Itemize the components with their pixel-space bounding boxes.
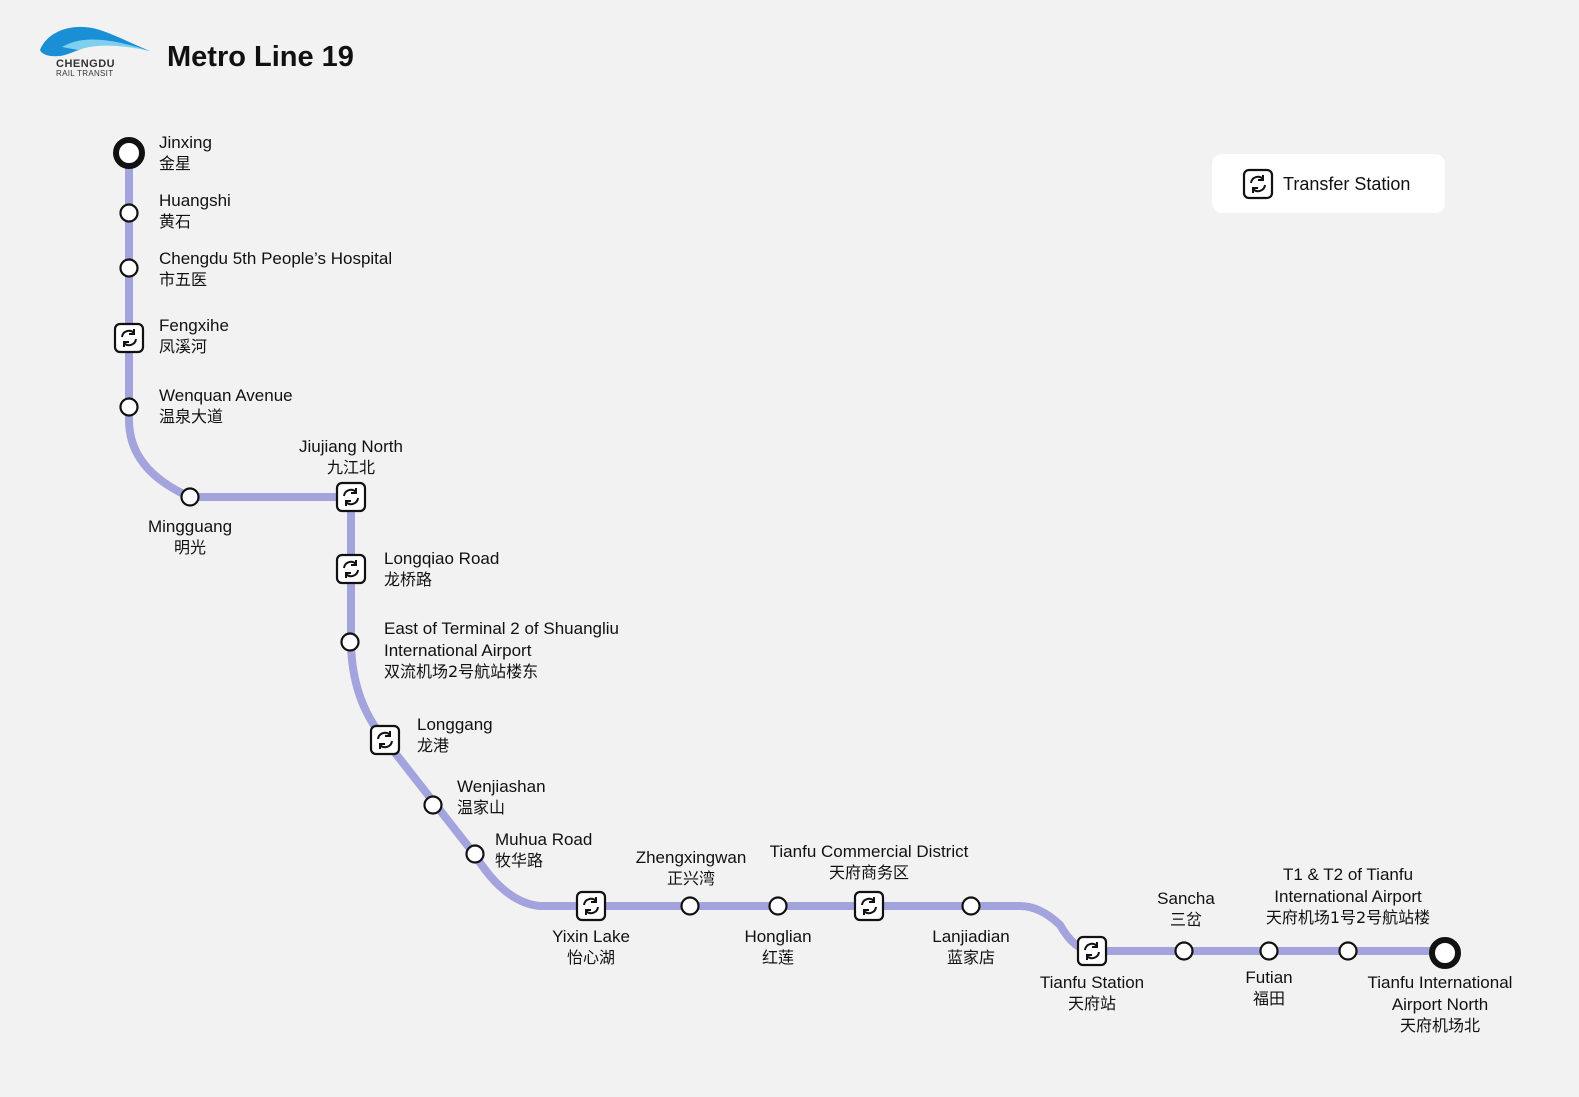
station-name-zh-sancha: 三岔	[1170, 910, 1202, 929]
station-marker-t1-t2-tianfu-airport[interactable]	[1338, 941, 1358, 961]
station-name-zh-longgang: 龙港	[417, 736, 449, 755]
station-name-en-tianfu-international-airport-north: Airport North	[1392, 995, 1488, 1014]
station-marker-lanjiadian[interactable]	[961, 896, 981, 916]
station-name-zh-yixin-lake: 怡心湖	[567, 948, 615, 967]
station-name-en-mingguang: Mingguang	[148, 517, 232, 536]
station-name-zh-east-of-terminal-2-shuangliu: 双流机场2号航站楼东	[384, 662, 538, 681]
logo-text-chengdu: CHENGDU	[56, 58, 115, 70]
station-marker-zhengxingwan[interactable]	[680, 896, 700, 916]
station-marker-wenquan-avenue[interactable]	[119, 397, 139, 417]
station-name-en-fengxihe: Fengxihe	[159, 316, 229, 335]
transfer-icon	[1242, 168, 1274, 200]
station-name-zh-t1-t2-tianfu-airport: 天府机场1号2号航站楼	[1266, 908, 1430, 927]
station-name-en-sancha: Sancha	[1157, 889, 1215, 908]
logo-text-rail-transit: RAIL TRANSIT	[56, 69, 113, 78]
station-name-en-muhua-road: Muhua Road	[495, 830, 592, 849]
station-name-zh-jiujiang-north: 九江北	[327, 458, 375, 477]
chengdu-rail-transit-logo: CHENGDU RAIL TRANSIT	[40, 26, 150, 78]
station-name-zh-longqiao-road: 龙桥路	[384, 570, 432, 589]
station-name-zh-jinxing: 金星	[159, 154, 191, 173]
station-marker-mingguang[interactable]	[180, 487, 200, 507]
station-marker-transfer-longqiao-road[interactable]	[335, 553, 367, 585]
station-name-zh-honglian: 红莲	[762, 948, 794, 967]
station-name-en-t1-t2-tianfu-airport: International Airport	[1274, 887, 1422, 906]
station-name-zh-muhua-road: 牧华路	[495, 851, 543, 870]
station-name-en-lanjiadian: Lanjiadian	[932, 927, 1010, 946]
station-name-en-chengdu-5th-peoples-hospital: Chengdu 5th People’s Hospital	[159, 249, 392, 268]
station-name-en-east-of-terminal-2-shuangliu: International Airport	[384, 641, 532, 660]
station-name-zh-lanjiadian: 蓝家店	[947, 948, 995, 967]
station-name-en-longgang: Longgang	[417, 715, 493, 734]
station-marker-east-of-terminal-2-shuangliu[interactable]	[340, 632, 360, 652]
station-name-zh-wenjiashan: 温家山	[457, 798, 505, 817]
station-name-zh-wenquan-avenue: 温泉大道	[159, 407, 223, 426]
station-marker-wenjiashan[interactable]	[423, 795, 443, 815]
station-marker-transfer-jiujiang-north[interactable]	[335, 481, 367, 513]
station-name-en-jinxing: Jinxing	[159, 133, 212, 152]
station-name-en-tianfu-international-airport-north: Tianfu International	[1368, 973, 1513, 992]
station-name-en-t1-t2-tianfu-airport: T1 & T2 of Tianfu	[1283, 865, 1413, 884]
station-marker-transfer-tianfu-commercial-district[interactable]	[853, 890, 885, 922]
station-marker-honglian[interactable]	[768, 896, 788, 916]
station-marker-huangshi[interactable]	[119, 203, 139, 223]
line-19-route	[125, 149, 1449, 955]
station-marker-transfer-longgang[interactable]	[369, 724, 401, 756]
station-name-en-wenquan-avenue: Wenquan Avenue	[159, 386, 293, 405]
station-name-zh-tianfu-station: 天府站	[1068, 994, 1116, 1013]
station-name-zh-chengdu-5th-peoples-hospital: 市五医	[159, 270, 207, 289]
station-name-en-jiujiang-north: Jiujiang North	[299, 437, 403, 456]
legend-transfer-label: Transfer Station	[1283, 174, 1410, 194]
station-name-en-wenjiashan: Wenjiashan	[457, 777, 546, 796]
station-name-zh-tianfu-commercial-district: 天府商务区	[829, 863, 909, 882]
station-name-en-futian: Futian	[1245, 968, 1292, 987]
legend: Transfer Station	[1212, 154, 1445, 213]
station-name-zh-futian: 福田	[1253, 989, 1285, 1008]
page-title: Metro Line 19	[167, 41, 354, 73]
station-name-en-yixin-lake: Yixin Lake	[552, 927, 630, 946]
station-name-en-zhengxingwan: Zhengxingwan	[636, 848, 747, 867]
station-marker-sancha[interactable]	[1174, 941, 1194, 961]
station-name-zh-zhengxingwan: 正兴湾	[667, 869, 715, 888]
station-name-zh-huangshi: 黄石	[159, 212, 191, 231]
station-marker-transfer-yixin-lake[interactable]	[575, 890, 607, 922]
station-marker-transfer-fengxihe[interactable]	[113, 322, 145, 354]
station-name-en-tianfu-station: Tianfu Station	[1040, 973, 1144, 992]
station-name-en-honglian: Honglian	[744, 927, 811, 946]
station-marker-transfer-tianfu-station[interactable]	[1076, 935, 1108, 967]
station-marker-terminal-tianfu-international-airport-north[interactable]	[1429, 937, 1461, 969]
station-marker-chengdu-5th-peoples-hospital[interactable]	[119, 258, 139, 278]
station-name-zh-tianfu-international-airport-north: 天府机场北	[1400, 1016, 1480, 1035]
station-name-en-huangshi: Huangshi	[159, 191, 231, 210]
station-name-en-tianfu-commercial-district: Tianfu Commercial District	[770, 842, 969, 861]
station-name-zh-fengxihe: 凤溪河	[159, 337, 207, 356]
station-marker-muhua-road[interactable]	[465, 844, 485, 864]
station-name-en-east-of-terminal-2-shuangliu: East of Terminal 2 of Shuangliu	[384, 619, 619, 638]
station-name-en-longqiao-road: Longqiao Road	[384, 549, 499, 568]
station-marker-terminal-jinxing[interactable]	[113, 137, 145, 169]
station-marker-futian[interactable]	[1259, 941, 1279, 961]
station-name-zh-mingguang: 明光	[174, 538, 206, 557]
